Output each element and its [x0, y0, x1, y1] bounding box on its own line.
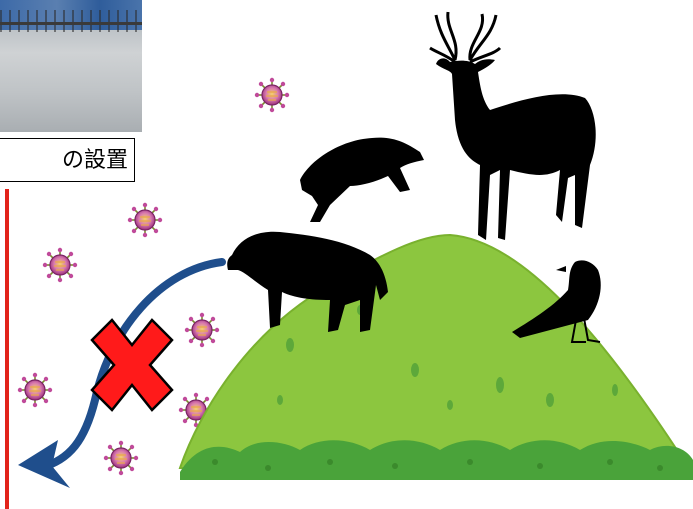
virus-icon	[18, 373, 52, 407]
boar-icon	[300, 138, 424, 222]
virus-icon	[43, 248, 77, 282]
virus-icon	[255, 78, 289, 112]
deer-icon	[430, 12, 596, 240]
virus-icon	[104, 441, 138, 475]
virus-icon	[128, 203, 162, 237]
virus-icon	[185, 313, 219, 347]
